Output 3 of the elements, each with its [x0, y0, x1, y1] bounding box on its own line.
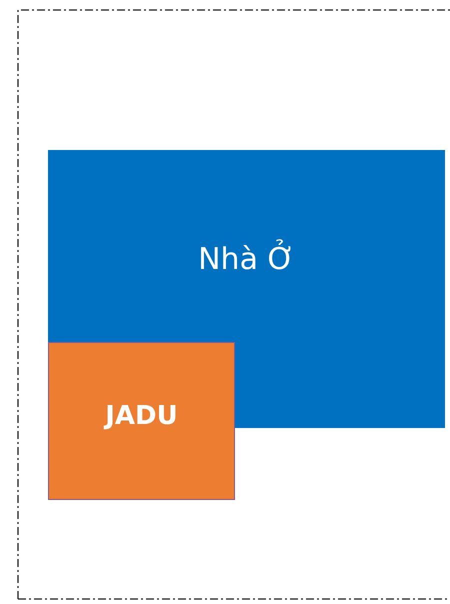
jadu-block	[48, 342, 235, 500]
block-label: Nhà Ở	[198, 242, 295, 276]
block-label: JADU	[105, 401, 178, 431]
